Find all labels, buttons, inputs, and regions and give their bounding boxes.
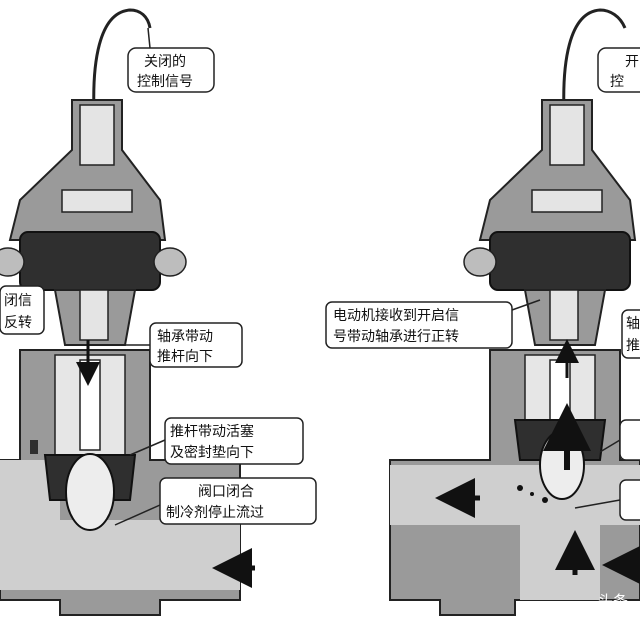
- right-callouts: 开 控 电动机接收到开启信 号带动轴承进行正转 轴 推: [325, 47, 640, 521]
- left-callouts: 关闭的 控制信号 闭信 反转 轴承带动 推杆向下 推杆带动活塞 及密封垫向下 阀…: [0, 27, 317, 526]
- left-valve: [0, 8, 255, 616]
- right-bearing-label-2: 推: [626, 338, 640, 354]
- left-connector-block: [79, 104, 115, 166]
- watermark: 头条: [598, 592, 628, 610]
- left-seal-ball: [65, 453, 115, 531]
- right-motor-label-2: 号带动轴承进行正转: [333, 329, 459, 345]
- right-fluid: [390, 465, 640, 525]
- right-bearing-label-1: 轴: [626, 316, 640, 332]
- right-signal-label-2: 控: [610, 74, 624, 90]
- right-motor-label-1: 电动机接收到开启信: [333, 307, 459, 324]
- left-rod-label-1: 推杆带动活塞: [170, 423, 254, 440]
- right-signal-wire: [562, 8, 627, 131]
- right-motor: [489, 231, 631, 291]
- left-motor-label-2: 反转: [4, 315, 32, 331]
- left-port-label-1: 阀口闭合: [198, 484, 254, 500]
- left-bearing-label-2: 推杆向下: [157, 349, 213, 365]
- right-seal-ball: [539, 430, 585, 500]
- right-valve: [389, 8, 640, 616]
- left-rod-label-2: 及密封垫向下: [170, 444, 254, 461]
- left-bearing-label-1: 轴承带动: [157, 329, 213, 345]
- left-motor: [19, 231, 161, 291]
- left-bearing-block: [61, 189, 133, 213]
- left-signal-wire: [92, 8, 152, 131]
- left-signal-label-2: 控制信号: [137, 74, 193, 90]
- right-signal-label-1: 开: [625, 54, 639, 70]
- left-port-label-2: 制冷剂停止流过: [166, 504, 264, 521]
- left-fluid: [0, 520, 240, 590]
- left-motor-label-1: 闭信: [4, 293, 32, 309]
- left-signal-label-1: 关闭的: [144, 54, 186, 70]
